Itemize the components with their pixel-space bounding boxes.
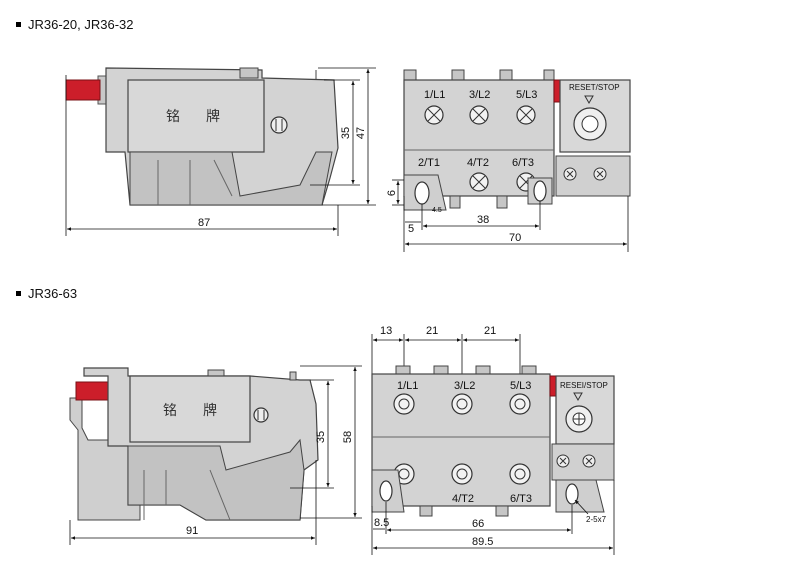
terminal-label: 6/T3	[510, 493, 532, 505]
heading-text: JR36-20, JR36-32	[28, 17, 134, 32]
terminal-label: 6/T3	[512, 157, 534, 169]
nameplate-char: 牌	[206, 108, 220, 125]
terminal-label: 3/L2	[454, 380, 475, 392]
red-reset-button	[75, 381, 111, 401]
terminal-screw-icon	[509, 463, 531, 485]
dim-width: 70	[509, 232, 521, 244]
front-view-jr36-63: 13 21 21 RESEI/STOP 1/L1 3/L2 5/L3	[371, 325, 615, 555]
bullet-icon	[16, 291, 21, 296]
nameplate-char: 牌	[203, 402, 217, 419]
mounting-hole-icon	[379, 480, 393, 502]
reset-stop-label: RESET/STOP	[569, 83, 620, 92]
nameplate-char: 铭	[163, 403, 177, 419]
terminal-label: 4/T2	[452, 493, 474, 505]
terminal-label: 1/L1	[397, 380, 418, 392]
red-reset-button	[65, 79, 101, 101]
adjust-knob-icon	[270, 116, 288, 134]
dim-length: 91	[186, 525, 198, 537]
terminal-screw-icon	[393, 393, 415, 415]
terminal-screw-icon	[451, 393, 473, 415]
front-view-jr36-20: RESET/STOP 1/L1 3/L2 5/L3 2/T1 4/T2 6/T3	[386, 69, 631, 252]
terminal-label: 2/T1	[418, 157, 440, 169]
heading-text: JR36-63	[28, 286, 78, 301]
terminal-label: 3/L2	[469, 89, 490, 101]
dim-holes: 2-5x7	[586, 515, 607, 524]
terminal-label: 5/L3	[516, 89, 537, 101]
terminal-label: 1/L1	[424, 89, 445, 101]
mounting-hole-icon	[533, 180, 547, 202]
dim-height-inner: 35	[340, 127, 352, 139]
terminal-label: 5/L3	[510, 380, 531, 392]
dim-pitch2: 21	[484, 325, 496, 337]
dim-width: 89.5	[472, 536, 493, 548]
section-heading-jr36-63: JR36-63	[16, 286, 77, 301]
dim-height-outer: 47	[355, 127, 367, 139]
nameplate-char: 铭	[166, 109, 180, 125]
nameplate	[127, 79, 265, 153]
section-heading-jr36-20-32: JR36-20, JR36-32	[16, 17, 134, 32]
terminal-screw-icon	[451, 463, 473, 485]
terminal-label: 4/T2	[467, 157, 489, 169]
dim-pitch1: 21	[426, 325, 438, 337]
dim-height-inner: 35	[315, 431, 327, 443]
reset-stop-label: RESEI/STOP	[560, 381, 608, 390]
dim-length: 87	[198, 217, 210, 229]
dim-left-gap: 8.5	[374, 517, 389, 529]
side-view-jr36-20: 铭 牌 87 35 47	[65, 67, 376, 236]
dim-small-gap: 4.5	[432, 207, 442, 214]
dim-offset: 6	[386, 190, 398, 196]
dim-edge: 13	[380, 325, 392, 337]
dim-height-outer: 58	[342, 431, 354, 443]
mounting-hole-icon	[414, 181, 430, 205]
adjust-knob-icon	[253, 407, 269, 423]
bullet-icon	[16, 22, 21, 27]
dim-pitch-total: 66	[472, 518, 484, 530]
terminal-screw-icon	[509, 393, 531, 415]
nameplate	[129, 375, 251, 443]
side-view-jr36-63: 铭 牌 91 35 58	[69, 365, 362, 545]
dim-pitch-total: 38	[477, 214, 489, 226]
mounting-hole-icon	[565, 483, 579, 505]
dim-left-gap: 5	[408, 223, 414, 235]
